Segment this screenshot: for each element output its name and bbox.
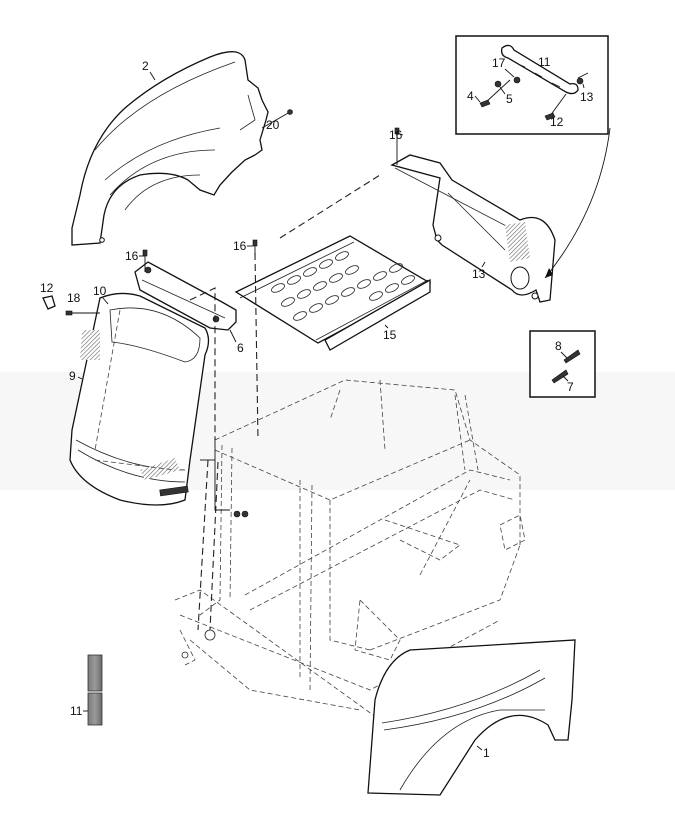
callout-bolt-20: 20 — [266, 118, 280, 132]
callout-rear-bracket-13: 13 — [472, 267, 486, 281]
callout-latch-12: 12 — [40, 281, 54, 295]
callout-screw-16-footplate: 16 — [233, 239, 247, 253]
callout-rivet-8: 8 — [555, 339, 562, 353]
fender-left — [71, 51, 269, 246]
callout-fender-left: 2 — [142, 59, 149, 73]
callout-inset-bolt-4: 4 — [467, 89, 474, 103]
callout-pin-18: 18 — [67, 291, 81, 305]
callout-front-panel-9: 9 — [69, 369, 76, 383]
fender-right — [367, 639, 576, 796]
footplate-slots — [271, 251, 415, 321]
callout-inset-bolt-12: 12 — [550, 115, 564, 129]
footplate — [234, 235, 432, 351]
callout-screw-16-rear: 16 — [389, 128, 403, 142]
chassis-frame — [174, 379, 526, 721]
callout-fender-right-1: 1 — [483, 746, 490, 760]
callout-rivet-7: 7 — [567, 380, 574, 394]
callout-bracket-6: 6 — [237, 341, 244, 355]
front-panel — [69, 292, 210, 506]
front-bracket — [134, 261, 237, 331]
callout-screw-16-front: 16 — [125, 249, 139, 263]
callout-footplate-15: 15 — [383, 328, 397, 342]
inset-linkage — [455, 35, 609, 135]
callout-foam-strip-11: 11 — [70, 704, 83, 718]
assembly-lines — [70, 111, 611, 511]
callout-front-panel-top-10: 10 — [93, 284, 107, 298]
foam-strip — [87, 654, 103, 726]
callout-inset-washer-5: 5 — [506, 92, 513, 106]
inset-rivets — [529, 330, 596, 398]
callout-inset-washer-17: 17 — [492, 56, 506, 70]
hardware — [42, 109, 400, 518]
callout-inset-washer-13: 13 — [580, 90, 594, 104]
rear-bracket — [390, 154, 556, 303]
callout-labels: 2 20 16 16 16 12 18 10 9 6 15 13 11 17 4… — [40, 55, 594, 760]
callout-inset-link-11: 11 — [538, 55, 551, 69]
